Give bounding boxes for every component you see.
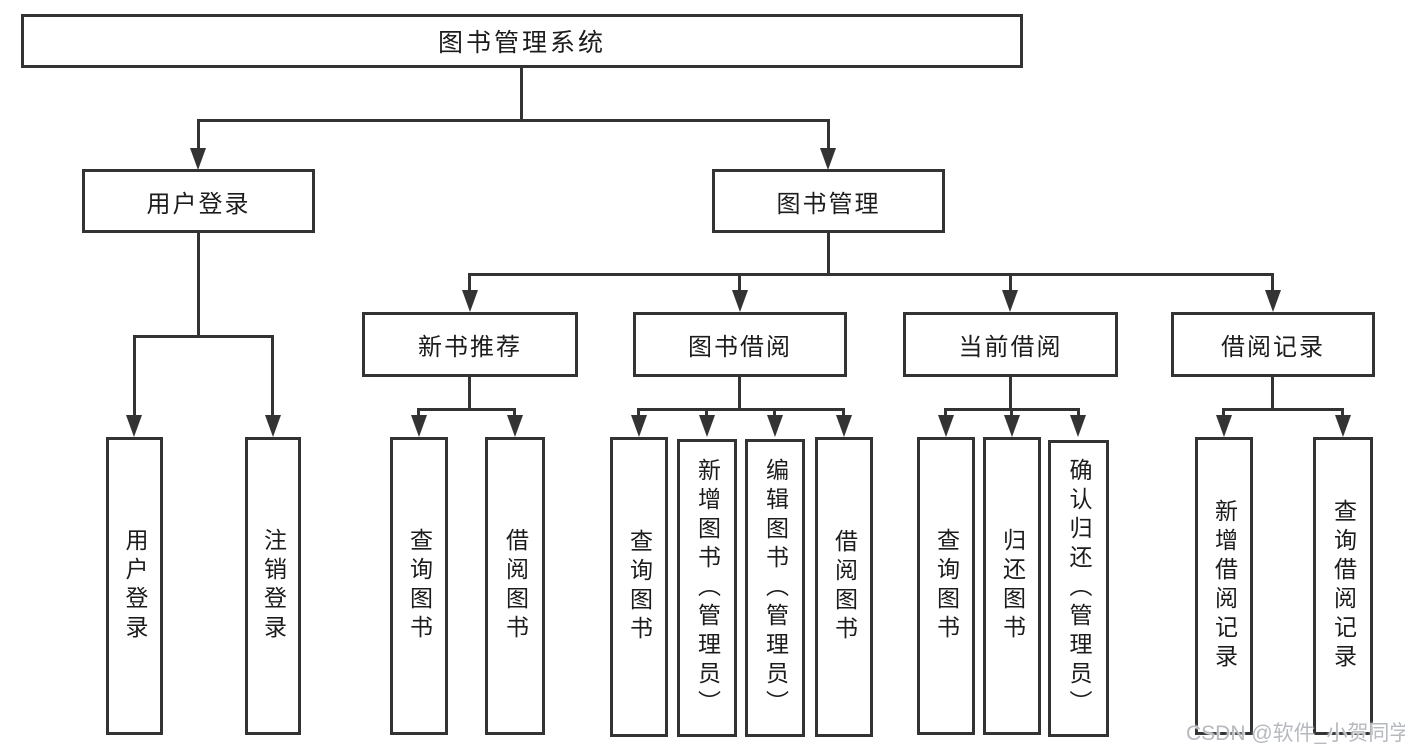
leaf-borrow-query-books: 查询图书 [610,437,668,737]
leaf-user-login-label: 用户登录 [122,528,148,644]
arrow-down-icon [1004,415,1020,437]
arrow-down-icon [767,415,783,437]
connector-line [705,408,708,418]
arrow-down-icon [699,415,715,437]
node-user-login: 用户登录 [82,169,315,233]
leaf-edit-book-admin-label: 编辑图书（管理员） [762,457,789,719]
connector-line [197,119,830,122]
leaf-add-book-admin-label: 新增图书（管理员） [694,457,721,719]
connector-line [197,233,200,338]
connector-line [1009,377,1012,411]
connector-line [637,408,845,411]
leaf-recommend-borrow-books: 借阅图书 [485,437,545,735]
node-new-book-recommend-label: 新书推荐 [418,334,522,361]
arrow-down-icon [938,415,954,437]
connector-line [1010,408,1013,418]
arrow-down-icon [265,415,281,437]
connector-line [468,273,1274,276]
leaf-confirm-return-admin-label: 确认归还（管理员） [1066,458,1092,719]
arrow-down-icon [732,290,748,312]
arrow-down-icon [1002,290,1018,312]
connector-line [1222,408,1344,411]
leaf-add-borrow-record-label: 新增借阅记录 [1211,499,1238,673]
arrow-down-icon [820,148,836,170]
arrow-down-icon [190,148,206,170]
leaf-return-book: 归还图书 [983,437,1041,735]
arrow-down-icon [126,415,142,437]
node-book-borrow: 图书借阅 [633,312,847,377]
connector-line [197,119,200,152]
connector-line [468,377,471,411]
node-current-borrow: 当前借阅 [903,312,1118,377]
arrow-down-icon [1335,415,1351,437]
connector-line [468,273,471,291]
connector-line [1077,408,1080,418]
arrow-down-icon [507,415,523,437]
connector-line [637,408,640,418]
leaf-recommend-query-books: 查询图书 [390,437,448,735]
connector-line [944,408,947,418]
leaf-recommend-query-books-label: 查询图书 [406,528,433,644]
leaf-borrow-query-books-label: 查询图书 [626,529,653,645]
arrow-down-icon [411,415,427,437]
node-root: 图书管理系统 [21,14,1023,68]
node-user-login-label: 用户登录 [146,190,251,218]
node-book-management: 图书管理 [712,169,945,233]
connector-line [773,408,776,418]
leaf-add-book-admin: 新增图书（管理员） [677,439,737,737]
connector-line [1009,273,1012,291]
arrow-down-icon [1265,290,1281,312]
leaf-recommend-borrow-books-label: 借阅图书 [502,528,529,644]
leaf-logout-label: 注销登录 [260,528,287,644]
leaf-edit-book-admin: 编辑图书（管理员） [745,439,805,737]
connector-line [827,233,830,276]
connector-line [417,408,420,418]
node-current-borrow-label: 当前借阅 [958,334,1063,361]
connector-line [417,408,516,411]
leaf-current-query-books-label: 查询图书 [933,528,960,644]
leaf-user-login: 用户登录 [106,437,163,735]
connector-line [842,408,845,418]
leaf-query-borrow-record: 查询借阅记录 [1313,437,1373,735]
connector-line [513,408,516,418]
leaf-logout: 注销登录 [245,437,301,735]
connector-line [1341,408,1344,418]
connector-line [133,335,136,418]
arrow-down-icon [462,290,478,312]
leaf-current-query-books: 查询图书 [917,437,975,735]
leaf-query-borrow-record-label: 查询借阅记录 [1330,499,1357,673]
arrow-down-icon [836,415,852,437]
leaf-add-borrow-record: 新增借阅记录 [1195,437,1253,735]
connector-line [738,377,741,411]
csdn-watermark: CSDN @软件_小贺同学 [1186,722,1405,745]
arrow-down-icon [631,415,647,437]
node-root-label: 图书管理系统 [437,29,606,57]
connector-line [520,68,523,119]
arrow-down-icon [1070,415,1086,437]
leaf-borrow-book-label: 借阅图书 [831,529,858,645]
connector-line [827,119,830,152]
node-borrow-records-label: 借阅记录 [1221,334,1325,361]
arrow-down-icon [1216,415,1232,437]
connector-line [1271,377,1274,411]
node-borrow-records: 借阅记录 [1171,312,1375,377]
leaf-return-book-label: 归还图书 [999,528,1026,644]
connector-line [1222,408,1225,418]
connector-line [1271,273,1274,291]
node-book-management-label: 图书管理 [776,190,881,218]
leaf-confirm-return-admin: 确认归还（管理员） [1048,440,1109,737]
leaf-borrow-book: 借阅图书 [815,437,873,737]
node-new-book-recommend: 新书推荐 [362,312,578,377]
connector-line [271,335,274,418]
connector-line [738,273,741,291]
connector-line [133,335,274,338]
node-book-borrow-label: 图书借阅 [688,334,792,361]
